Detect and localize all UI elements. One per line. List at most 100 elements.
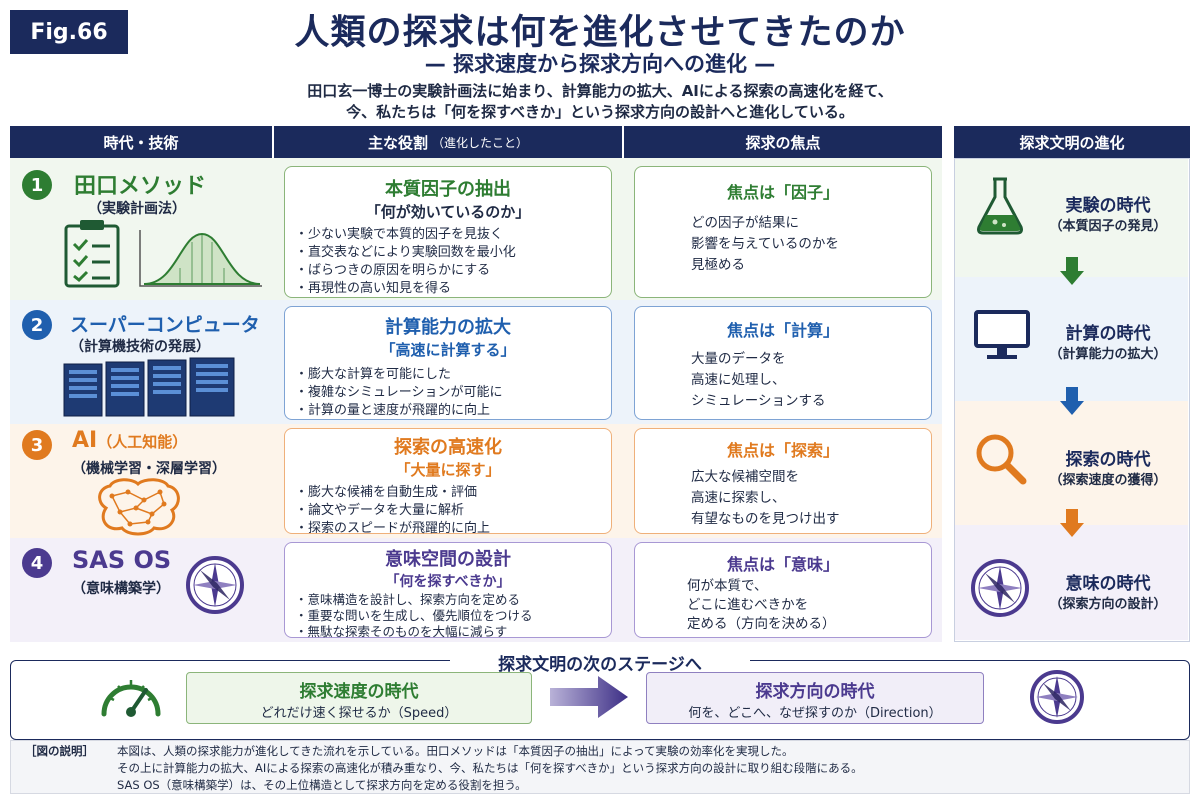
note-label: ［図の説明］	[25, 744, 94, 758]
flask-icon	[977, 177, 1023, 235]
era-number-1: 1	[22, 170, 52, 200]
list-item: 膨大な候補を自動生成・評価	[295, 484, 611, 502]
focus-line: シミュレーションする	[691, 393, 826, 409]
page-title: 人類の探求は何を進化させてきたのか	[294, 13, 906, 53]
focus-line: 影響を与えているのかを	[691, 236, 839, 252]
direction-era-box: 探求方向の時代 何を、どこへ、なぜ探すのか（Direction）	[646, 672, 984, 724]
focus-card-1: 焦点は「因子」 どの因子が結果に 影響を与えているのかを 見極める	[634, 166, 932, 298]
figure-label: Fig.66	[10, 10, 128, 54]
speed-era-box: 探求速度の時代 どれだけ速く探せるか（Speed）	[186, 672, 532, 724]
list-item: 再現性の高い知見を得る	[295, 280, 611, 298]
speedometer-icon	[101, 680, 161, 717]
stage-name-4: 意味の時代	[1065, 574, 1151, 594]
bell-curve-icon	[139, 230, 262, 287]
list-item: ばらつきの原因を明らかにする	[295, 262, 611, 280]
role-bullets-3: 膨大な候補を自動生成・評価 論文やデータを大量に解析 探索のスピードが飛躍的に向…	[295, 484, 611, 538]
magnifier-icon	[976, 434, 1027, 485]
role-title-4: 意味空間の設計	[385, 549, 511, 570]
era-sub-4: （意味構築学）	[72, 581, 170, 597]
focus-body-3: 広大な候補空間を 高速に探索し、 有望なものを見つけ出す	[691, 467, 931, 530]
compass-icon	[186, 556, 244, 614]
stage-sub-3: （探索速度の獲得）	[1049, 473, 1167, 488]
role-card-2: 計算能力の拡大 「高速に計算する」 膨大な計算を可能にした 複雑なシミュレーショ…	[284, 306, 612, 420]
focus-body-2: 大量のデータを 高速に処理し、 シミュレーションする	[691, 349, 931, 412]
era-name-note-3: （人工知能）	[97, 433, 188, 451]
focus-title-2: 焦点は「計算」	[726, 321, 839, 340]
focus-line: 広大な候補空間を	[691, 469, 799, 485]
intro-line-2: 今、私たちは「何を探すべきか」という探求方向の設計へと進化している。	[346, 103, 854, 121]
role-sub-3: 「大量に探す」	[395, 461, 501, 479]
role-bullets-1: 少ない実験で本質的因子を見抜く 直交表などにより実験回数を最小化 ばらつきの原因…	[295, 226, 611, 298]
role-card-1: 本質因子の抽出 「何が効いているのか」 少ない実験で本質的因子を見抜く 直交表な…	[284, 166, 612, 298]
list-item: 探索のスピードが飛躍的に向上	[295, 520, 611, 538]
era-name-1: 田口メソッド	[74, 174, 207, 199]
role-title-3: 探索の高速化	[394, 437, 502, 458]
focus-line: どの因子が結果に	[691, 215, 799, 231]
role-card-4: 意味空間の設計 「何を探すべきか」 意味構造を設計し、探索方向を定める 重要な問…	[284, 542, 612, 640]
figure-note: ［図の説明］ 本図は、人類の探求能力が進化してきた流れを示している。田口メソッド…	[10, 740, 1190, 794]
era-name-3: AI	[72, 428, 98, 453]
arrow-right-icon	[550, 676, 628, 718]
header-civilization: 探求文明の進化	[954, 126, 1190, 158]
era-sub-3: （機械学習・深層学習）	[72, 461, 226, 477]
focus-card-4: 焦点は「意味」 何が本質で、 どこに進むべきかを 定める（方向を決める）	[634, 542, 932, 638]
role-bullets-2: 膨大な計算を可能にした 複雑なシミュレーションが可能に 計算の量と速度が飛躍的に…	[295, 366, 611, 420]
role-sub-1: 「何が効いているのか」	[365, 203, 531, 221]
list-item: 直交表などにより実験回数を最小化	[295, 244, 611, 262]
supercomputer-icon	[63, 357, 235, 417]
focus-card-3: 焦点は「探索」 広大な候補空間を 高速に探索し、 有望なものを見つけ出す	[634, 428, 932, 534]
role-card-3: 探索の高速化 「大量に探す」 膨大な候補を自動生成・評価 論文やデータを大量に解…	[284, 428, 612, 536]
list-item: 論文やデータを大量に解析	[295, 502, 611, 520]
focus-line: 定める（方向を決める）	[687, 616, 836, 632]
era-name-3-wrap: AI（人工知能）	[72, 428, 187, 453]
header-role-note: （進化したこと）	[432, 135, 529, 150]
era-sub-1: （実験計画法）	[88, 201, 186, 217]
list-item: 意味構造を設計し、探索方向を定める	[295, 592, 611, 608]
focus-body-4: 何が本質で、 どこに進むべきかを 定める（方向を決める）	[687, 577, 931, 634]
list-item: 膨大な計算を可能にした	[295, 366, 611, 384]
era-name-2: スーパーコンピュータ	[70, 314, 260, 336]
list-item: 少ない実験で本質的因子を見抜く	[295, 226, 611, 244]
role-sub-2: 「高速に計算する」	[380, 341, 516, 359]
list-item: 無駄な探索そのものを大幅に減らす	[295, 624, 611, 640]
page-subtitle: — 探求速度から探求方向への進化 —	[424, 52, 776, 76]
era-sub-2: （計算機技術の発展）	[70, 339, 210, 355]
list-item: 計算の量と速度が飛躍的に向上	[295, 402, 611, 420]
focus-title-1: 焦点は「因子」	[726, 183, 839, 202]
era-number-2: 2	[22, 310, 52, 340]
arrow-down-icon	[1060, 257, 1084, 285]
stage-name-2: 計算の時代	[1065, 324, 1151, 344]
focus-line: 高速に探索し、	[691, 490, 786, 506]
focus-title-4: 焦点は「意味」	[726, 555, 839, 574]
era-number-3: 3	[22, 430, 52, 460]
civilization-column: 実験の時代 （本質因子の発見） 計算の時代 （計算能力の拡大） 探索の時代 （探…	[954, 158, 1190, 642]
focus-line: 大量のデータを	[691, 351, 786, 367]
stage-sub-1: （本質因子の発見）	[1049, 219, 1167, 234]
note-line-3: SAS OS（意味構築学）は、その上位構造として探求方向を定める役割を担う。	[117, 778, 527, 792]
focus-line: 見極める	[691, 257, 745, 273]
header-era: 時代・技術	[10, 126, 272, 158]
intro-line-1: 田口玄一博士の実験計画法に始まり、計算能力の拡大、AIによる探索の高速化を経て、	[307, 82, 893, 100]
focus-line: 何が本質で、	[687, 578, 768, 594]
next-stage-title: 探求文明の次のステージへ	[450, 650, 750, 675]
header-focus: 探求の焦点	[624, 126, 942, 158]
direction-era-title: 探求方向の時代	[755, 682, 875, 702]
stage-name-3: 探索の時代	[1065, 450, 1151, 470]
clipboard-checklist-icon	[64, 220, 120, 288]
brain-network-icon	[98, 478, 180, 536]
focus-line: どこに進むべきかを	[687, 597, 809, 613]
list-item: 複雑なシミュレーションが可能に	[295, 384, 611, 402]
focus-title-3: 焦点は「探索」	[726, 441, 839, 460]
monitor-icon	[974, 310, 1030, 359]
focus-card-2: 焦点は「計算」 大量のデータを 高速に処理し、 シミュレーションする	[634, 306, 932, 420]
header-role: 主な役割（進化したこと）	[274, 126, 622, 158]
compass-icon	[971, 559, 1029, 617]
stage-sub-2: （計算能力の拡大）	[1049, 347, 1167, 362]
era-name-4: SAS OS	[72, 546, 172, 574]
direction-era-sub: 何を、どこへ、なぜ探すのか（Direction）	[688, 706, 942, 721]
arrow-down-icon	[1060, 387, 1084, 415]
role-sub-4: 「何を探すべきか」	[385, 574, 511, 590]
focus-line: 高速に処理し、	[691, 372, 786, 388]
era-number-4: 4	[22, 548, 52, 578]
note-line-2: その上に計算能力の拡大、AIによる探索の高速化が積み重なり、今、私たちは「何を探…	[117, 761, 863, 775]
